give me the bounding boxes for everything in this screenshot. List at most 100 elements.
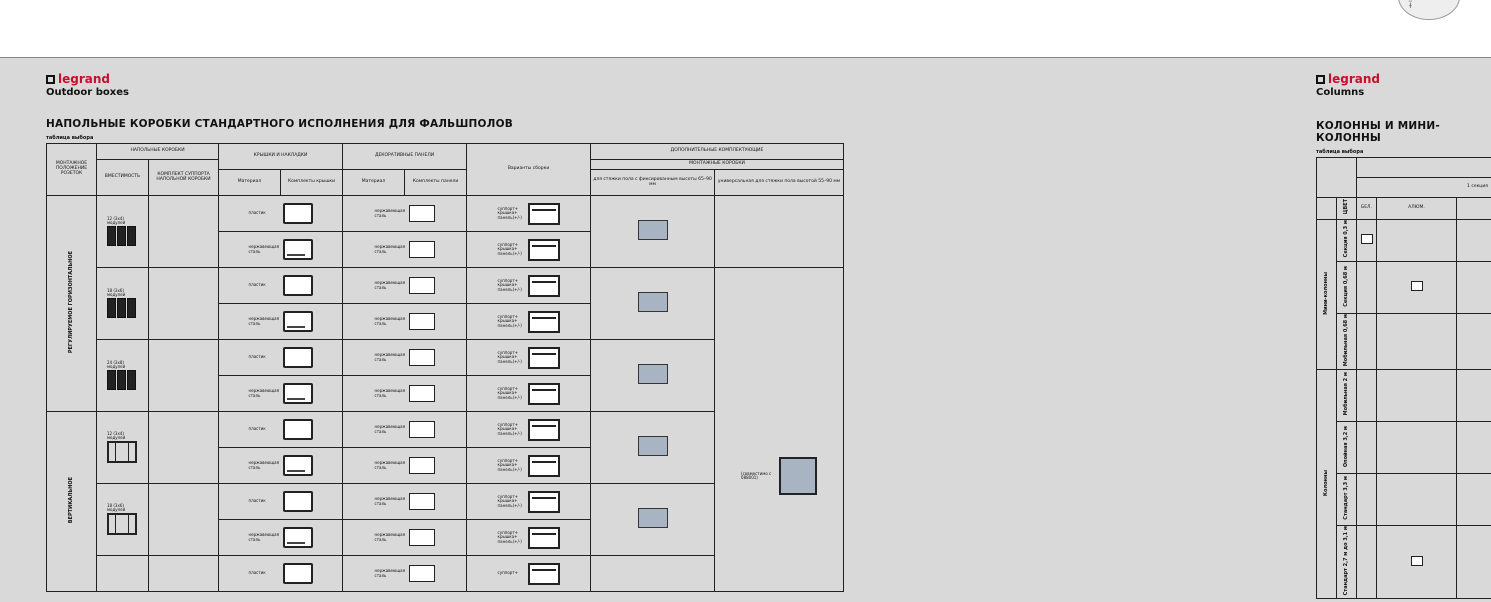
panel-icon [408, 349, 435, 366]
assembly-cell: суппорт+ крышка+ панель(+/-) [466, 447, 592, 484]
cover-icon [282, 239, 313, 260]
legrand-mark-icon [1316, 74, 1325, 84]
white-cell [1356, 312, 1377, 371]
install-header: МОНТАЖНОЕ ПОЛОЖЕНИЕ РОЗЕТОК [46, 143, 97, 196]
assembly-cell: суппорт+ крышка+ панель(+/-) [466, 519, 592, 556]
alum-cell [1376, 525, 1457, 600]
assembly-icon [527, 202, 560, 225]
deco-material-label: нержавеющая сталь [374, 532, 405, 542]
assembly-cell: суппорт+ крышка+ панель(+/-) [466, 231, 592, 268]
extra-cell [1456, 525, 1491, 600]
blank-header [1356, 157, 1491, 178]
screed-header: для стяжки пола с фиксированным высоты 6… [590, 169, 716, 196]
white-cell [1356, 421, 1377, 475]
cover-material-label: пластик [248, 354, 266, 360]
covers-header: КРЫШКИ И НАКЛАДКИ [218, 143, 344, 170]
panel-icon [408, 493, 435, 510]
group-label: Колонны [1316, 369, 1337, 600]
capacity-cell: 12 (3x4) модулей [96, 195, 149, 268]
panel-icon [408, 457, 435, 474]
color-label: ЦВЕТ [1342, 199, 1349, 215]
capacity-cell [96, 555, 149, 592]
table-row: Стандарт 3,3 м [1317, 473, 1491, 527]
floor-boxes-header: НАПОЛЬНЫЕ КОРОБКИ [95, 143, 220, 160]
module-slot [117, 297, 126, 318]
row-label: Стандарт 2,7 м до 3,1 м [1342, 526, 1349, 596]
deco-cell: нержавеющая сталь [342, 339, 468, 376]
cover-cell: пластик [218, 267, 344, 304]
white-cell [1356, 261, 1377, 314]
cover-icon [282, 491, 313, 512]
capacity-label: 24 (3x8) модулей [107, 360, 126, 370]
deco-material-label: нержавеющая сталь [374, 280, 405, 290]
screed-box-icon [637, 364, 668, 385]
assembly-label: суппорт+ крышка+ панель(+/-) [497, 313, 522, 328]
deco-material-label: нержавеющая сталь [374, 208, 405, 218]
deco-material-label: нержавеющая сталь [374, 352, 405, 362]
assembly-label: суппорт+ крышка+ панель(+/-) [497, 241, 522, 256]
row-label-cell: Секция 0,68 м [1336, 261, 1357, 314]
assembly-icon [527, 454, 560, 477]
white-cell [1356, 219, 1377, 262]
group-label: РЕГУЛИРУЕМОЕ ГОРИЗОНТАЛЬНОЕ [46, 195, 97, 412]
deco-material-header: Материал [342, 169, 406, 196]
cover-material-label: нержавеющая сталь [248, 316, 279, 326]
cover-material-label: нержавеющая сталь [248, 244, 279, 254]
deco-material-label: нержавеющая сталь [374, 568, 405, 578]
white-cell [1356, 473, 1377, 527]
capacity-header: ВМЕСТИМОСТЬ [96, 159, 149, 196]
cover-icon [282, 203, 313, 224]
row-label: Секция 0,3 м [1342, 220, 1349, 258]
extra-header: ДОПОЛНИТЕЛЬНЫЕ КОМПЛЕКТУЮЩИЕ [590, 143, 845, 160]
white-cell [1356, 369, 1377, 423]
capacity-label: 12 (3x4) модулей [107, 216, 126, 226]
deco-cell: нержавеющая сталь [342, 303, 468, 340]
cover-icon [282, 347, 313, 368]
assembly-label: суппорт+ крышка+ панель(+/-) [497, 529, 522, 544]
module-slot [107, 225, 116, 246]
extra-cell [1456, 421, 1491, 475]
section-header: 1 секция [1356, 177, 1491, 198]
cover-material-label: пластик [248, 426, 266, 432]
extra-cell [1456, 312, 1491, 371]
module-slot [107, 297, 116, 318]
panel-icon [408, 385, 435, 402]
capacity-label: 12 (3x4) модулей [107, 431, 126, 441]
cover-icon [282, 563, 313, 584]
panel-set-header: Комплекты панели [404, 169, 468, 196]
capacity-label: 18 (3x6) модулей [107, 288, 126, 298]
assembly-icon [527, 418, 560, 441]
support-kit-cell [147, 267, 220, 340]
blank-cell [1316, 197, 1337, 220]
cover-cell: пластик [218, 411, 344, 448]
table-row: 18 (3x6) модулей пластик нержавеющая сталь… [47, 267, 845, 592]
table-row: ВЕРТИКАЛЬНОЕ 12 (3x4) модулей пластик нержа… [46, 411, 844, 592]
group-name: ВЕРТИКАЛЬНОЕ [67, 476, 74, 524]
screed-box-cell [590, 195, 716, 268]
cover-icon [282, 275, 313, 296]
table-caption: таблица выбора [46, 135, 94, 141]
table-row: Мини-колонны Секция 0,3 м [1316, 218, 1491, 371]
group-label: Мини-колонны [1316, 218, 1337, 371]
cover-cell: пластик [218, 555, 344, 592]
cover-cell: нержавеющая сталь [218, 447, 344, 484]
screed-box-cell [590, 483, 716, 556]
alum-cell [1376, 219, 1457, 262]
deco-material-label: нержавеющая сталь [374, 496, 405, 506]
assembly-cell: суппорт+ крышка+ панель(+/-) [466, 195, 592, 232]
screed-box-icon [637, 508, 668, 529]
row-label: Опойная 3,2 м [1342, 425, 1349, 467]
assembly-icon [527, 238, 560, 261]
panel-icon [408, 529, 435, 546]
screed-box-cell [590, 339, 716, 412]
deco-material-label: нержавеющая сталь [374, 388, 405, 398]
table-row: Опойная 3,2 м [1317, 421, 1491, 475]
assembly-icon [527, 562, 560, 585]
cover-material-label: пластик [248, 570, 266, 576]
module-slot [128, 514, 129, 533]
column-icon [1410, 281, 1423, 292]
cover-material-label: нержавеющая сталь [248, 388, 279, 398]
cover-material-label: пластик [248, 282, 266, 288]
